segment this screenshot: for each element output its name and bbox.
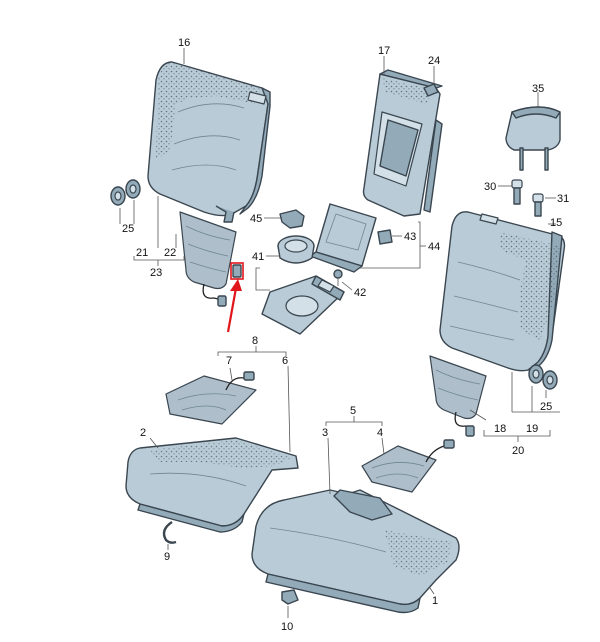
- left-heating-pad: [179, 211, 237, 307]
- callout-25-left: 25: [122, 223, 134, 235]
- callout-8: 8: [252, 335, 258, 347]
- callout-24: 24: [428, 55, 440, 67]
- callout-9: 9: [164, 551, 170, 563]
- callout-6: 6: [282, 355, 288, 367]
- callout-10: 10: [281, 621, 293, 633]
- headrest-guide-31: [532, 193, 544, 217]
- right-backrest-part: [439, 211, 566, 372]
- callout-18: 18: [494, 423, 506, 435]
- callout-41: 41: [252, 251, 264, 263]
- armrest-cover-panel: [309, 203, 377, 273]
- clip-10: [281, 589, 299, 605]
- callout-1: 1: [432, 595, 438, 607]
- callout-4: 4: [377, 427, 383, 439]
- seat-heating-pad-left: [165, 371, 257, 425]
- left-backrest-part: [147, 61, 271, 223]
- right-heating-pad: [429, 355, 487, 437]
- callout-17: 17: [378, 45, 390, 57]
- latch-43: [377, 229, 393, 245]
- callout-2: 2: [140, 427, 146, 439]
- clip-45: [279, 209, 305, 229]
- callout-35: 35: [532, 83, 544, 95]
- callout-23: 23: [150, 267, 162, 279]
- callout-30: 30: [484, 181, 496, 193]
- callout-31: 31: [557, 193, 569, 205]
- main-seat-cushion: [251, 489, 460, 614]
- seat-heating-pad-right: [361, 439, 455, 493]
- callout-43: 43: [404, 231, 416, 243]
- callout-22: 22: [164, 247, 176, 259]
- screw-42: [333, 269, 343, 286]
- clip-9: [162, 521, 177, 544]
- leader-lines: [119, 48, 560, 618]
- headrest: [505, 106, 561, 171]
- center-armrest-housing: [362, 69, 443, 217]
- callout-42: 42: [354, 287, 366, 299]
- armrest-cupholder-tray: [261, 275, 345, 335]
- callout-44: 44: [428, 241, 440, 253]
- callout-3: 3: [322, 427, 328, 439]
- callout-16: 16: [178, 37, 190, 49]
- callout-7: 7: [226, 355, 232, 367]
- callout-20: 20: [512, 445, 524, 457]
- left-seat-cushion: [125, 437, 299, 533]
- right-fastener-set: [528, 364, 558, 390]
- callout-19: 19: [526, 423, 538, 435]
- callout-45: 45: [250, 213, 262, 225]
- red-pointer-arrow: [226, 279, 242, 333]
- headrest-guide-30: [511, 179, 523, 205]
- callout-5: 5: [350, 405, 356, 417]
- highlighted-clip[interactable]: [230, 262, 244, 280]
- callout-15: 15: [550, 217, 562, 229]
- cup-insert-41: [277, 235, 315, 264]
- callout-21: 21: [136, 247, 148, 259]
- left-fastener-set: [110, 179, 141, 206]
- callout-labels: 1 2 3 4 5 6 7 8 9 10 15 16 17 18 19 20 2…: [122, 37, 569, 633]
- callout-25-right: 25: [540, 401, 552, 413]
